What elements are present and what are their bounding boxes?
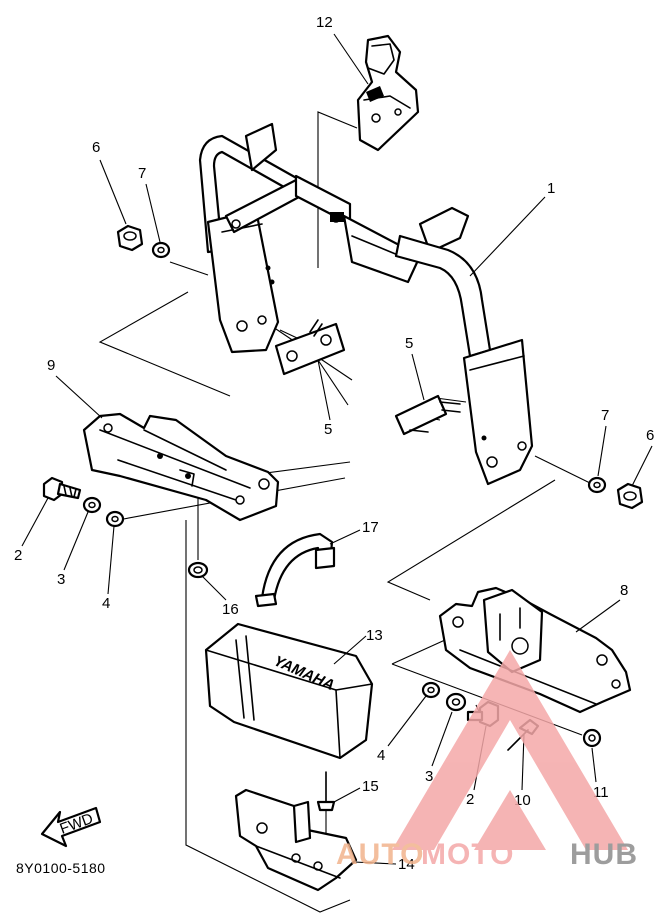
watermark-text-moto: MOTO xyxy=(421,838,514,871)
part-6-nut-right xyxy=(616,482,644,510)
part-6-nut-left xyxy=(116,224,144,252)
watermark-text-auto: AUTO xyxy=(336,838,424,871)
part-11-nut xyxy=(582,728,602,748)
part-7-washer-right xyxy=(587,476,607,494)
callout-4-left: 4 xyxy=(102,595,110,612)
callout-16: 16 xyxy=(222,601,239,618)
callout-9: 9 xyxy=(47,357,55,374)
part-16-nut xyxy=(187,561,209,579)
part-8-foot-bracket-right xyxy=(438,586,632,714)
part-1-main-frame xyxy=(198,122,534,486)
callout-3-left: 3 xyxy=(57,571,65,588)
part-5-plate-right xyxy=(394,394,461,436)
part-3-washer-left xyxy=(82,496,102,514)
part-5-plate-left xyxy=(274,319,346,376)
callout-7-right: 7 xyxy=(601,407,609,424)
callout-2-left: 2 xyxy=(14,547,22,564)
callout-labels: 1 12 6 7 5 5 7 6 9 2 3 4 16 17 13 8 4 3 xyxy=(14,14,654,873)
part-13-battery: YAMAHA xyxy=(204,622,374,760)
callout-5-left: 5 xyxy=(324,421,332,438)
callout-12: 12 xyxy=(316,14,333,31)
callout-6-left: 6 xyxy=(92,139,100,156)
part-3-washer-right xyxy=(445,692,467,712)
callout-8: 8 xyxy=(620,582,628,599)
part-4-washer-left xyxy=(105,510,125,528)
part-4-washer-right xyxy=(421,681,441,699)
callout-17: 17 xyxy=(362,519,379,536)
callout-1: 1 xyxy=(547,180,555,197)
diagram-code: 8Y0100-5180 xyxy=(16,860,106,876)
watermark-triangle-icon xyxy=(392,650,628,850)
callout-6-right: 6 xyxy=(646,427,654,444)
part-12-shield-bracket xyxy=(356,34,420,152)
fwd-arrow-icon: FWD xyxy=(40,806,102,848)
callout-15: 15 xyxy=(362,778,379,795)
callout-3-right: 3 xyxy=(425,768,433,785)
part-7-washer-left xyxy=(151,241,171,259)
fwd-label: FWD xyxy=(58,810,96,838)
part-14-lower-bracket xyxy=(234,788,358,892)
part-15-pin xyxy=(316,771,336,812)
callout-2-right: 2 xyxy=(466,791,474,808)
part-2-bolt-left xyxy=(42,476,82,502)
callout-7-left: 7 xyxy=(138,165,146,182)
callout-5-right: 5 xyxy=(405,335,413,352)
callout-11: 11 xyxy=(593,784,609,801)
watermark-text-hub: HUB xyxy=(570,838,638,871)
part-9-foot-bracket-left xyxy=(82,412,280,522)
callout-13: 13 xyxy=(366,627,383,644)
part-17-battery-strap xyxy=(254,532,336,608)
callout-14: 14 xyxy=(398,856,415,873)
watermark-logo: AUTO MOTO HUB xyxy=(336,650,638,871)
callout-4-right: 4 xyxy=(377,747,385,764)
